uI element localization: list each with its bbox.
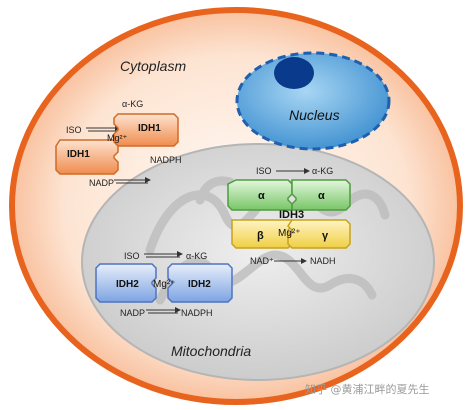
idh1-substrate: ISO (66, 125, 82, 135)
idh3-cosubstrate: NAD⁺ (250, 256, 274, 266)
idh3-alpha-right-label: α (318, 190, 325, 202)
idh2-subunit-left (95, 263, 157, 303)
idh3-title: IDH3 (279, 209, 304, 221)
idh3-substrate: ISO (256, 166, 272, 176)
cytoplasm-label: Cytoplasm (120, 58, 186, 74)
idh1-coproduct: NADPH (150, 155, 182, 165)
watermark: 知乎 @黄浦江畔的夏先生 (305, 382, 430, 396)
idh3-coproduct: NADH (310, 256, 336, 266)
idh3-cofactor: Mg²⁺ (278, 228, 301, 239)
nucleolus (274, 57, 314, 89)
idh3-complex: ISO α-KG α α IDH3 β Mg²⁺ γ NAD⁺ NADH (227, 166, 351, 266)
idh1-subunit-right (113, 113, 179, 147)
idh2-cosubstrate: NADP (120, 308, 145, 318)
idh2-right-label: IDH2 (188, 279, 211, 290)
idh2-substrate: ISO (124, 251, 140, 261)
idh1-left-label: IDH1 (67, 149, 90, 160)
idh2-complex: ISO α-KG IDH2 Mg²⁺ IDH2 NADP NADPH (95, 251, 233, 318)
idh1-cosubstrate: NADP (89, 178, 114, 188)
idh3-product: α-KG (312, 166, 333, 176)
idh2-subunit-right (167, 263, 233, 303)
nucleus (235, 51, 391, 151)
idh3-gamma (287, 219, 351, 249)
idh1-product: α-KG (122, 99, 143, 109)
idh1-complex: ISO α-KG IDH1 IDH1 Mg²⁺ NADP NADPH (55, 99, 182, 188)
idh2-cofactor: Mg²⁺ (153, 279, 176, 290)
nucleus-label: Nucleus (289, 107, 340, 123)
mitochondria-label: Mitochondria (171, 343, 251, 359)
idh3-alpha-right (291, 179, 351, 211)
idh2-left-label: IDH2 (116, 279, 139, 290)
idh3-gamma-label: γ (322, 230, 329, 242)
idh1-right-label: IDH1 (138, 123, 161, 134)
idh1-cofactor: Mg²⁺ (107, 133, 127, 143)
idh2-product: α-KG (186, 251, 207, 261)
idh2-coproduct: NADPH (181, 308, 213, 318)
idh3-alpha-left-label: α (258, 190, 265, 202)
idh3-beta-label: β (257, 230, 264, 242)
